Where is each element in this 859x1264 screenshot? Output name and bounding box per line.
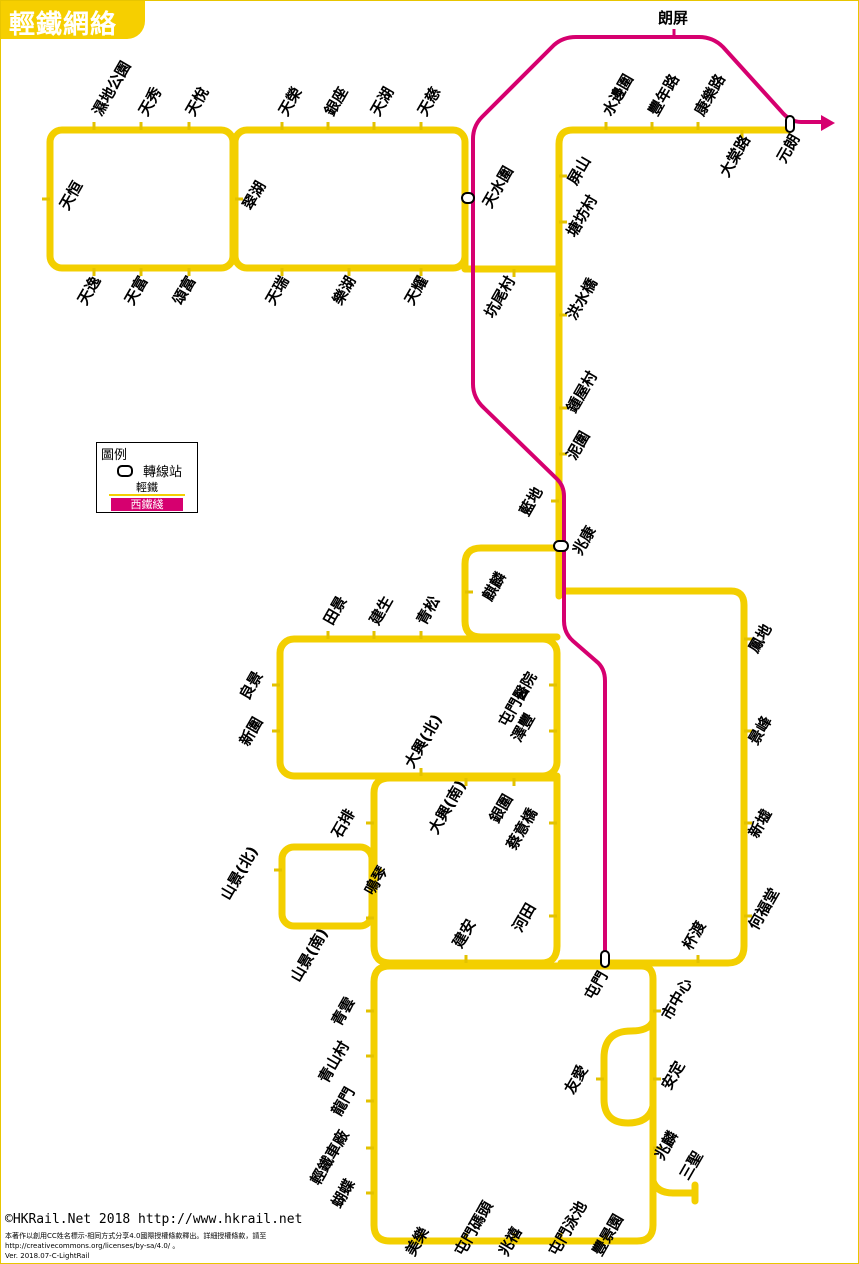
- west-rail-arrowhead: [821, 115, 835, 131]
- label-town-centre: 市中心: [658, 975, 696, 1023]
- station-ticks: [42, 122, 752, 1241]
- license-line-2: http://creativecommons.org/licenses/by-s…: [5, 1242, 180, 1250]
- label-yau-oi: 友愛: [561, 1062, 592, 1097]
- label-shan-king-north: 山景(北): [217, 843, 262, 903]
- label-goodview-garden: 豐景園: [589, 1211, 627, 1259]
- label-hung-shui-kiu: 洪水橋: [563, 274, 602, 323]
- label-nai-wai: 泥圍: [563, 428, 594, 463]
- legend-light-rail-label: 輕鐵: [136, 481, 158, 494]
- label-ching-wan: 青雲: [328, 994, 359, 1029]
- label-tin-fu: 天富: [121, 273, 152, 308]
- interchange-stations: [461, 115, 795, 968]
- legend-interchange-label: 轉線站: [143, 465, 183, 480]
- track-loop-chestwood: [231, 126, 469, 272]
- version-text: Ver. 2018.07-C-LightRail: [5, 1252, 90, 1260]
- label-pui-to: 杯渡: [679, 917, 710, 953]
- legend-west-rail-label: 西鐵綫: [111, 498, 183, 511]
- interchange-yuen-long: [785, 115, 795, 133]
- label-shek-pai: 石排: [327, 806, 358, 842]
- track-tsw-to-hang-mei: [461, 197, 561, 273]
- west-rail-track: [471, 35, 821, 959]
- label-tuen-mun: 屯門: [581, 968, 612, 1003]
- label-hong-lok-road: 康樂路: [691, 70, 730, 119]
- label-chestwood: 翠湖: [239, 178, 270, 213]
- label-sam-shing: 三聖: [676, 1148, 707, 1183]
- label-chung-fu: 頌富: [168, 273, 199, 309]
- label-ngan-wo: 銀座: [321, 84, 352, 119]
- label-tuen-mun-ferry-pier: 屯門碼頭: [451, 1197, 497, 1259]
- interchange-siu-hong: [553, 540, 569, 552]
- label-san-wai: 新圍: [236, 714, 267, 749]
- label-sun-tsuen: 新墟: [745, 806, 776, 841]
- label-tin-heng: 天恒: [56, 178, 87, 213]
- label-fung-tei: 鳳地: [745, 621, 776, 656]
- track-tai-hing-block: [370, 772, 561, 967]
- legend-box: 圖例 轉線站 輕鐵 西鐵綫: [96, 442, 198, 513]
- label-lam-tei: 藍地: [516, 484, 547, 519]
- track-fung-tei-loop: [555, 587, 748, 967]
- label-siu-hong: 兆康: [569, 522, 600, 558]
- label-tm-swimming-pool: 屯門泳池: [545, 1198, 591, 1259]
- label-leung-king: 良景: [236, 668, 267, 703]
- license-line-1: 本著作以創用CC姓名標示-相同方式分享4.0國際授權條款釋出。詳細授權條款，請至: [5, 1232, 267, 1240]
- label-kin-on: 建安: [449, 916, 480, 951]
- label-locwood: 樂湖: [329, 273, 360, 308]
- track-yuen-long-trunk: [555, 126, 793, 600]
- label-kin-sang: 建生: [366, 593, 397, 628]
- label-tong-fong-tsuen: 塘坊村: [563, 192, 601, 240]
- label-tin-sau: 天秀: [135, 83, 166, 119]
- label-ching-chung: 青松: [413, 593, 444, 628]
- label-shui-pin-wai: 水邊圍: [599, 71, 637, 119]
- label-tsing-shan-tsuen: 青山村: [315, 1038, 353, 1086]
- license-note: 本著作以創用CC姓名標示-相同方式分享4.0國際授權條款釋出。詳細授權條款，請至…: [5, 1231, 335, 1261]
- label-butterfly: 蝴蝶: [328, 1175, 359, 1211]
- label-ho-tin: 河田: [509, 900, 540, 935]
- track-shan-king-loop: [278, 843, 376, 930]
- label-tin-tsz: 天慈: [414, 84, 445, 119]
- label-tin-wing: 天榮: [275, 84, 306, 119]
- map-title: 輕鐵網絡: [9, 10, 118, 40]
- label-ho-fuk-tong: 何福堂: [745, 885, 783, 933]
- label-fung-nin-road: 豐年路: [645, 70, 684, 119]
- track-sam-shing-spur: [649, 1177, 699, 1197]
- label-ping-shan: 屏山: [564, 153, 595, 188]
- label-lung-mun: 龍門: [328, 1084, 359, 1119]
- track-kei-lun-loop: [461, 544, 561, 641]
- label-tin-yiu: 天耀: [401, 273, 432, 308]
- interchange-tuen-mun: [600, 950, 610, 968]
- label-tin-yuet: 天悅: [182, 84, 213, 119]
- label-kei-lun: 麒麟: [479, 568, 510, 604]
- label-shan-king-south: 山景(南): [287, 925, 332, 985]
- track-yau-oi-loop: [600, 1017, 657, 1127]
- station-labels: 濕地公園 天秀 天悅 天榮 銀座 天湖 天慈 水邊圍 豐年路 康樂路 朗屏 大棠…: [56, 9, 804, 1259]
- interchange-symbol-icon: [117, 465, 133, 477]
- label-tin-wu: 天湖: [367, 84, 398, 119]
- legend-light-rail-line: [109, 494, 185, 496]
- title-tab: 輕鐵網絡: [1, 1, 145, 40]
- label-tai-tong-road: 大棠路: [716, 131, 755, 180]
- label-tin-yat: 天逸: [74, 273, 105, 308]
- label-wetland-park: 濕地公園: [89, 58, 135, 119]
- label-chung-uk-tsuen: 鍾屋村: [563, 368, 601, 416]
- label-ming-kum: 鳴琴: [361, 862, 392, 898]
- label-tai-hing-north: 大興(北): [401, 711, 446, 771]
- label-tin-king: 田景: [320, 593, 351, 628]
- label-king-fung: 景峰: [745, 712, 776, 748]
- label-tin-shui: 天瑞: [262, 273, 293, 308]
- label-on-ting: 安定: [658, 1058, 689, 1093]
- label-hang-mei-tsuen: 坑尾村: [481, 273, 519, 321]
- legend-heading: 圖例: [101, 448, 128, 463]
- label-long-ping: 朗屏: [658, 9, 688, 27]
- copyright-credit: ©HKRail.Net 2018 http://www.hkrail.net: [5, 1212, 303, 1227]
- interchange-tin-shui-wai: [461, 192, 475, 204]
- west-rail-line: [471, 29, 835, 959]
- label-tin-shui-wai: 天水圍: [479, 163, 517, 211]
- track-tuen-mun-south: [370, 962, 657, 1245]
- label-yuen-long: 元朗: [773, 131, 804, 166]
- label-tai-hing-south: 大興(南): [425, 777, 470, 837]
- label-ngan-wai: 銀圍: [486, 791, 517, 826]
